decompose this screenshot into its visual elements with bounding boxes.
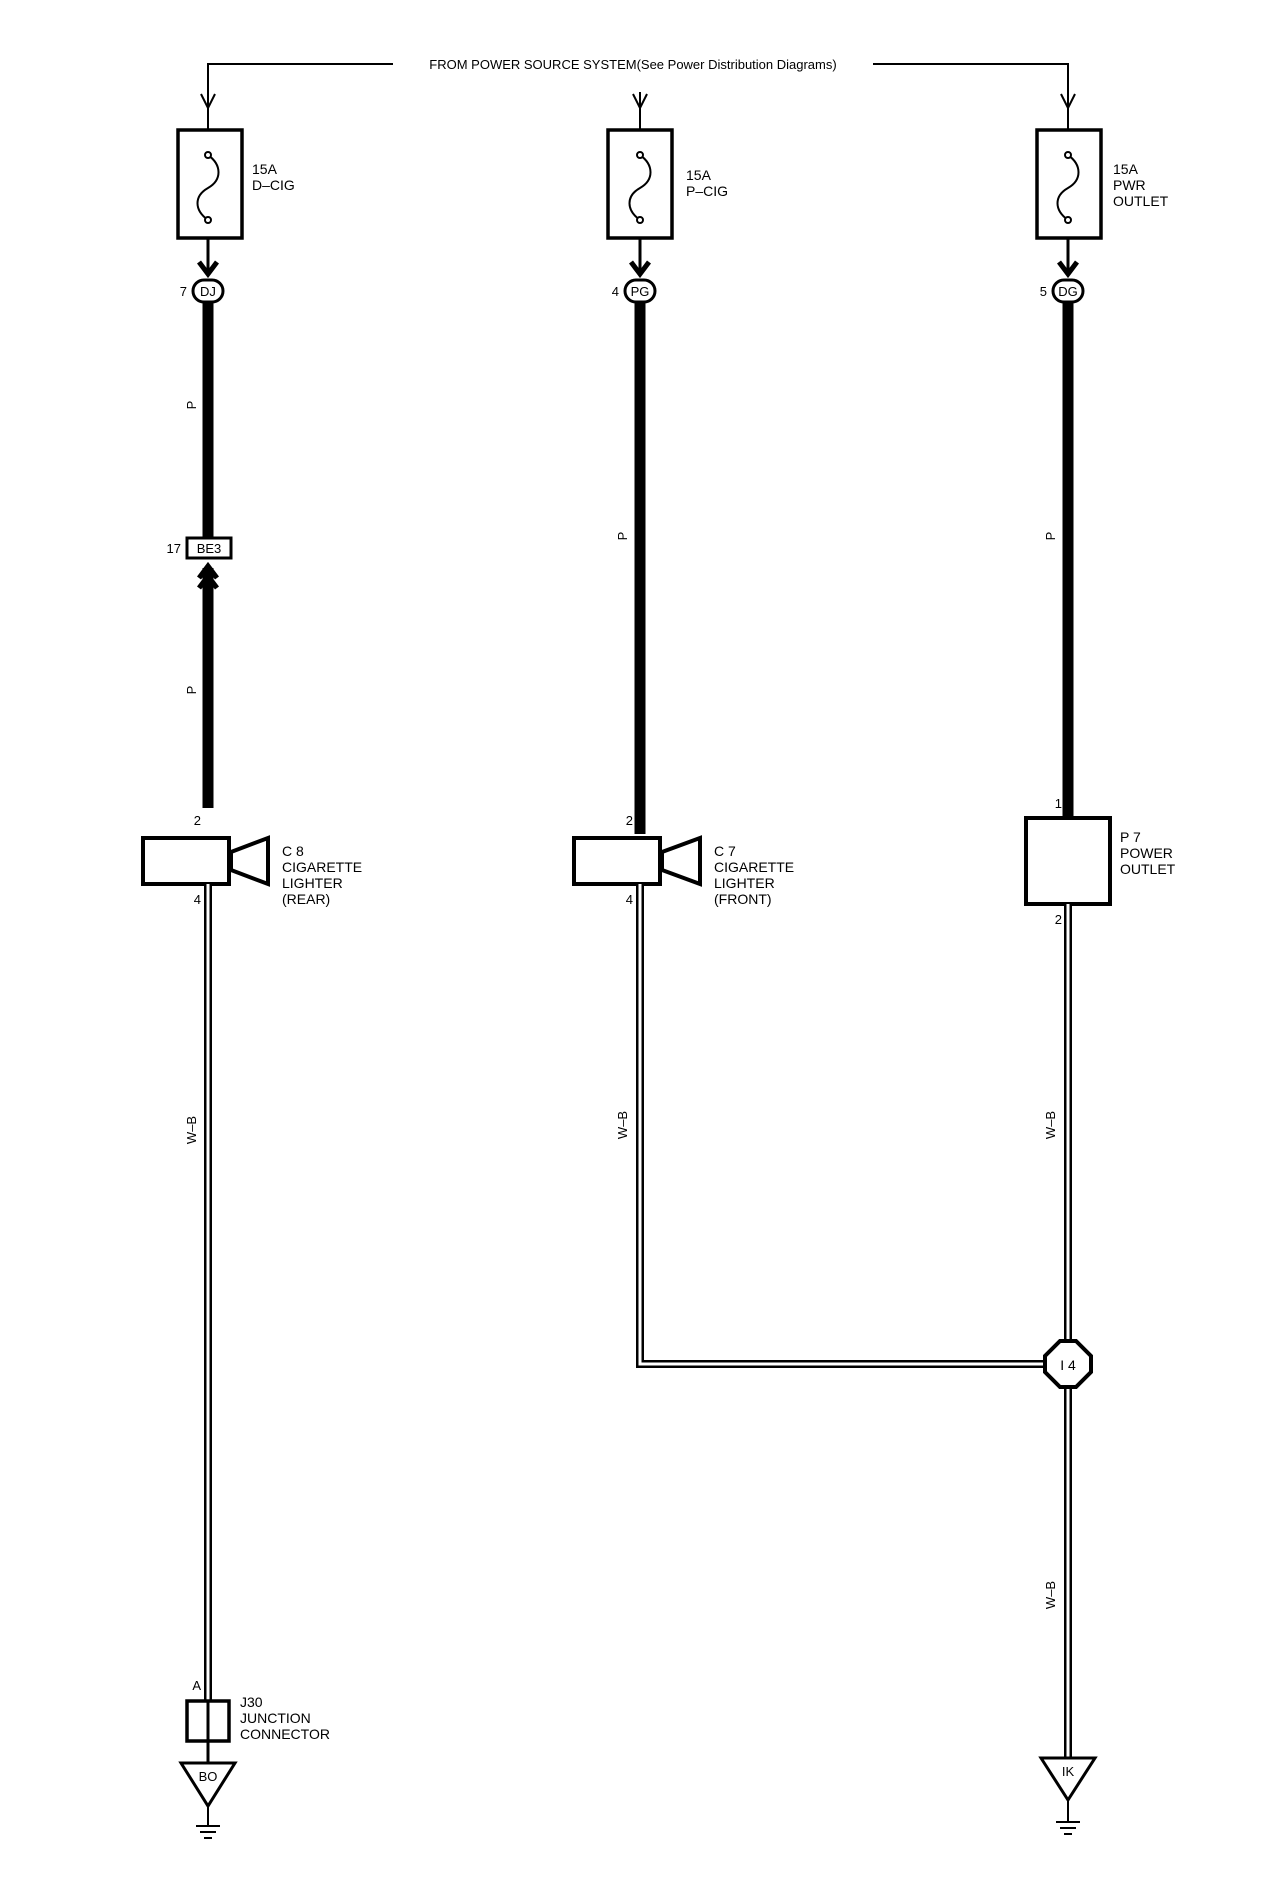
connector-code: DJ: [200, 284, 216, 299]
component-name: LIGHTER: [282, 875, 343, 891]
fuse-pwr-outlet: 15A PWR OUTLET: [1035, 108, 1169, 279]
circuit-front-lighter: PG 4 P 2 C 7 CIGARETTE LIGHTER (FRONT) 4…: [572, 278, 1050, 1368]
component-name: CIGARETTE: [714, 859, 794, 875]
connector-pin: 7: [180, 284, 187, 299]
fuse-name: D–CIG: [252, 177, 295, 193]
connector-pin: 5: [1040, 284, 1047, 299]
connector-code: PG: [631, 284, 650, 299]
wire-color-label: W–B: [615, 1111, 630, 1139]
splice-label: I 4: [1060, 1357, 1076, 1373]
component-name: CIGARETTE: [282, 859, 362, 875]
component-name: CONNECTOR: [240, 1726, 330, 1742]
component-pin: 2: [1055, 912, 1062, 927]
component-name: (FRONT): [714, 891, 772, 907]
component-pin: A: [192, 1678, 201, 1693]
ground-label: IK: [1062, 1764, 1075, 1779]
connector-pin: 4: [612, 284, 619, 299]
power-source-label: FROM POWER SOURCE SYSTEM(See Power Distr…: [429, 57, 836, 72]
component-name: OUTLET: [1120, 861, 1176, 877]
component-id: C 8: [282, 843, 304, 859]
component-name: (REAR): [282, 891, 330, 907]
wire-color-label: W–B: [1043, 1111, 1058, 1139]
component-pin: 4: [194, 892, 201, 907]
wire-color-label: P: [615, 532, 630, 541]
connector-code: DG: [1058, 284, 1078, 299]
connector-code: BE3: [197, 541, 222, 556]
circuit-rear-lighter: DJ 7 P BE3 17 P 2 C 8 CIGARETTE LIGHTER …: [141, 278, 362, 1839]
component-id: P 7: [1120, 829, 1141, 845]
component-pin: 2: [194, 813, 201, 828]
wire-color-label: P: [184, 686, 199, 695]
wire-color-label: W–B: [184, 1116, 199, 1144]
fuse-name: PWR: [1113, 177, 1146, 193]
wire-color-label: P: [1043, 532, 1058, 541]
fuse-name: P–CIG: [686, 183, 728, 199]
component-name: LIGHTER: [714, 875, 775, 891]
circuit-power-outlet: DG 5 P 1 P 7 POWER OUTLET 2 W–B W–B I 4 …: [1024, 278, 1176, 1835]
splice-point: [1043, 1339, 1093, 1389]
fuse-name-line2: OUTLET: [1113, 193, 1169, 209]
component-id: C 7: [714, 843, 736, 859]
wire-color-label: W–B: [1043, 1581, 1058, 1609]
connector-pin: 17: [167, 541, 181, 556]
component-pin: 2: [626, 813, 633, 828]
fuse-p-cig: 15A P–CIG: [606, 108, 728, 279]
wire-color-label: P: [184, 401, 199, 410]
ground-label: BO: [199, 1769, 218, 1784]
component-name: JUNCTION: [240, 1710, 311, 1726]
fuse-d-cig: 15A D–CIG: [176, 108, 295, 279]
fuse-rating: 15A: [686, 167, 712, 183]
component-pin: 4: [626, 892, 633, 907]
power-source-bus: FROM POWER SOURCE SYSTEM(See Power Distr…: [200, 57, 1076, 111]
component-pin: 1: [1055, 796, 1062, 811]
fuse-rating: 15A: [252, 161, 278, 177]
fuse-rating: 15A: [1113, 161, 1139, 177]
component-id: J30: [240, 1694, 263, 1710]
component-name: POWER: [1120, 845, 1173, 861]
